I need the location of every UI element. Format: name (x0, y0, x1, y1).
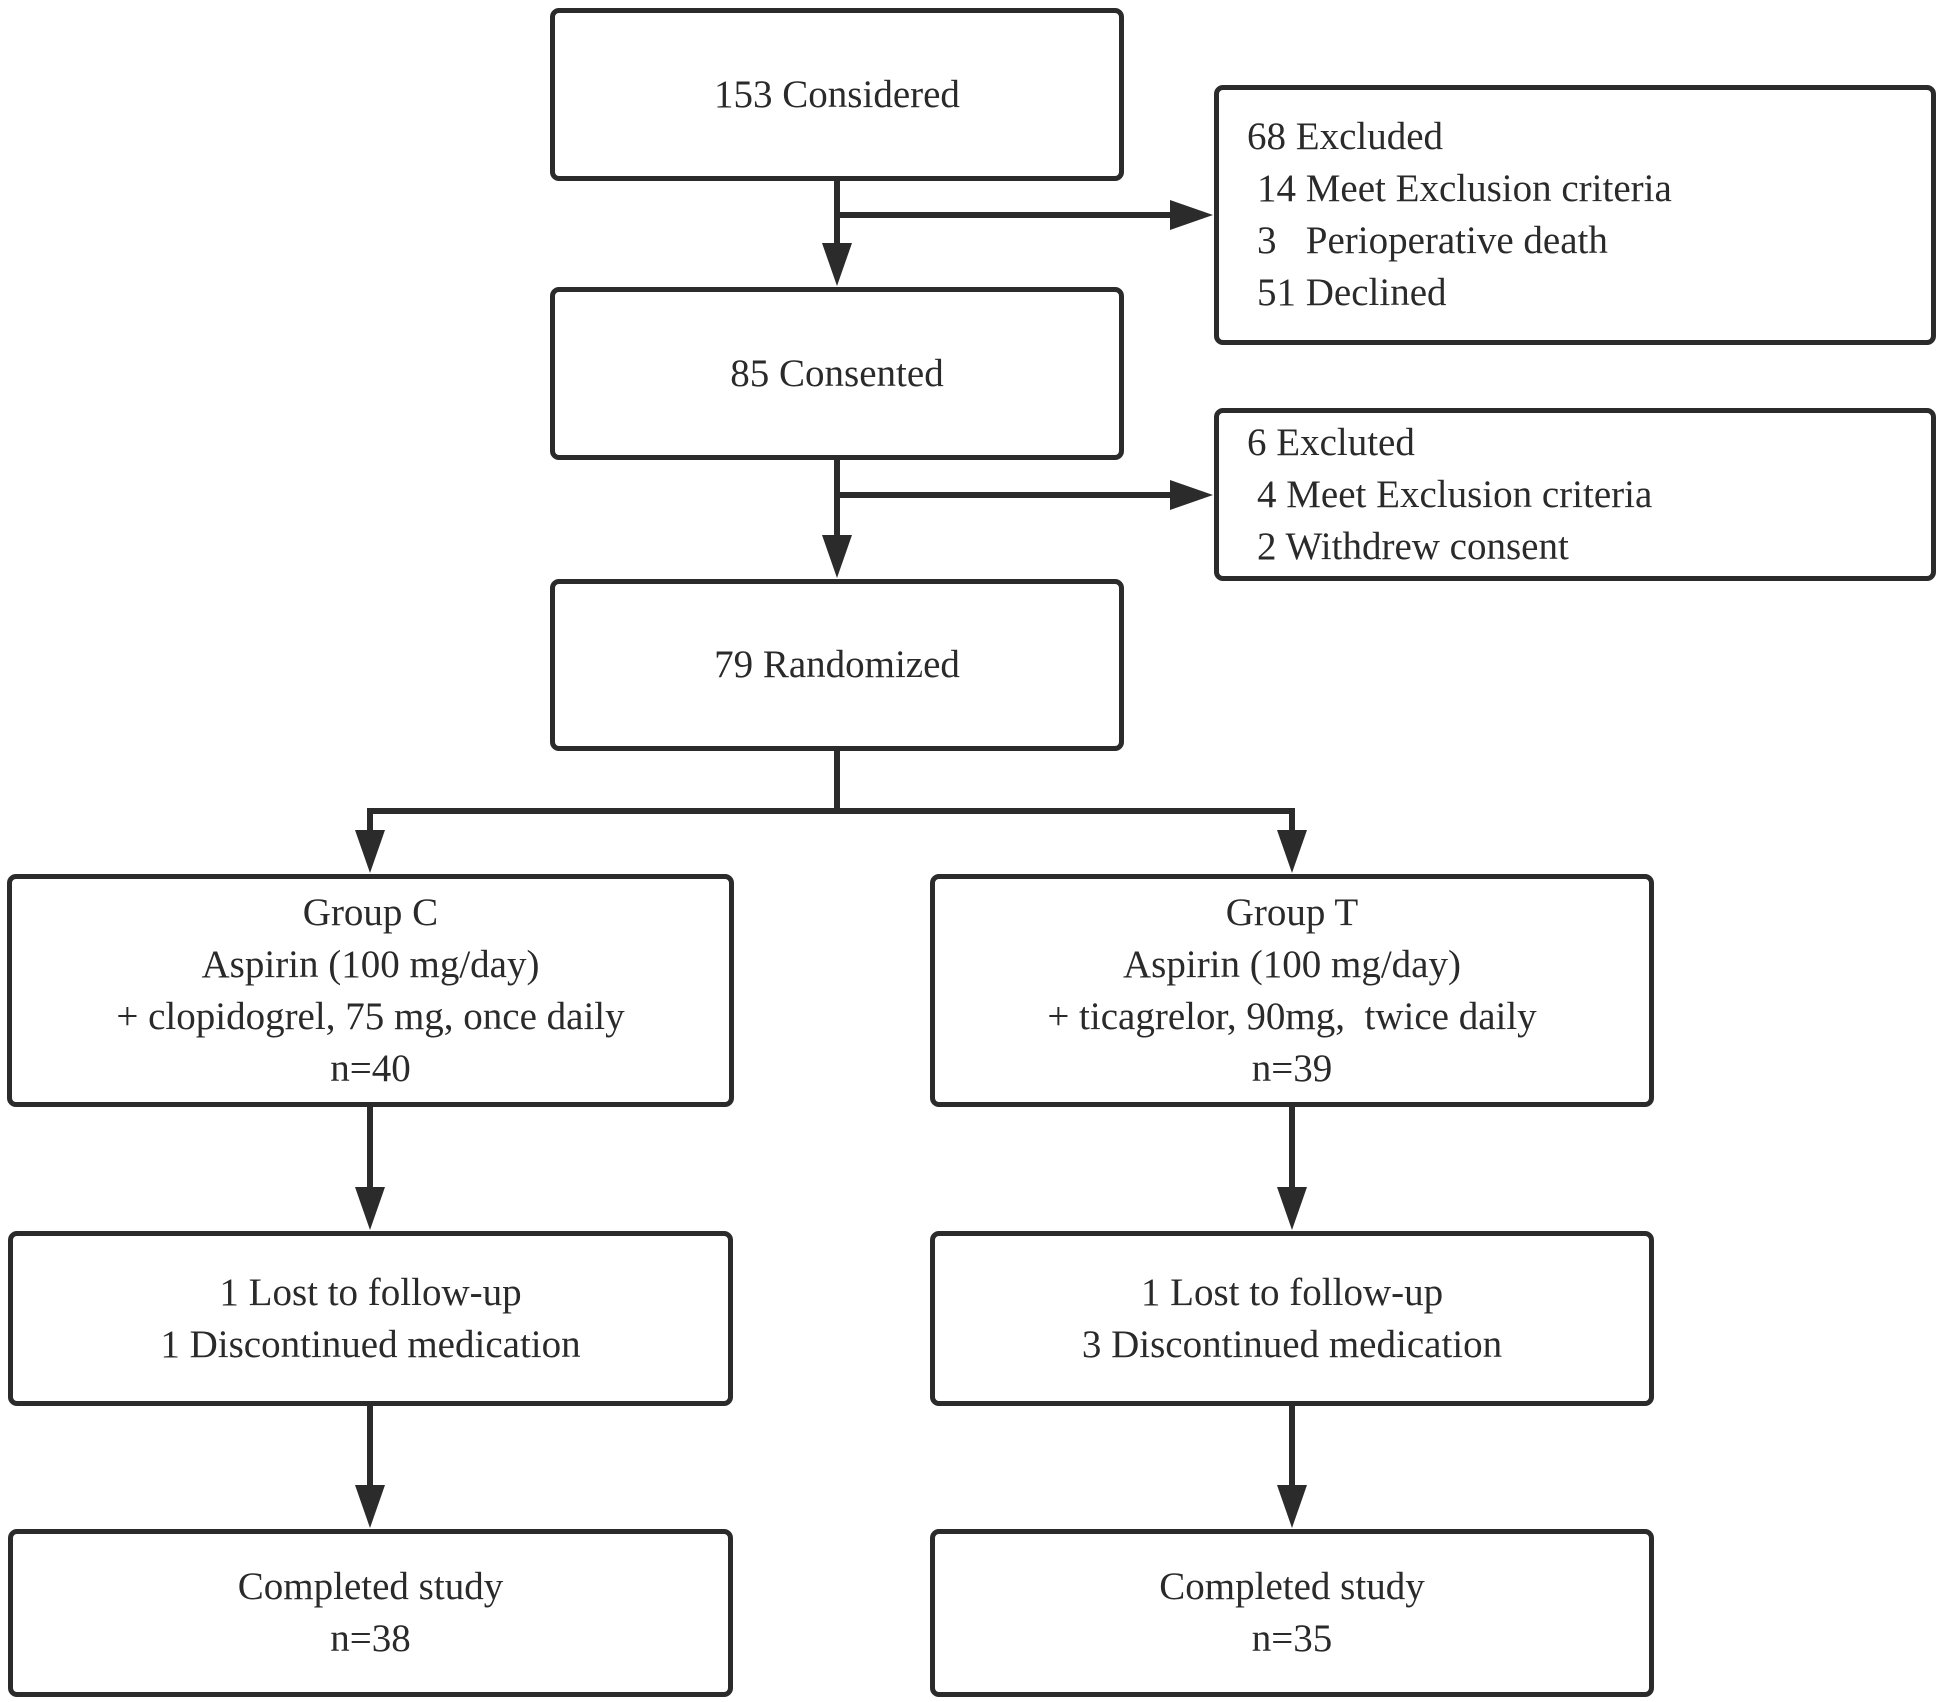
group-c-completed-n: n=38 (330, 1617, 411, 1660)
excluded-box-1: 68 Excluded 14 Meet Exclusion criteria 3… (1214, 85, 1936, 345)
arrowhead-groupc-completed (355, 1485, 385, 1528)
group-c-name: Group C (302, 890, 439, 934)
randomized-label: 79 Randomized (714, 643, 960, 686)
group-t-followup-box: 1 Lost to follow-up 3 Discontinued medic… (930, 1231, 1654, 1406)
consented-label: 85 Consented (730, 351, 944, 395)
group-t-n: n=39 (1251, 1046, 1333, 1090)
excluded-2-item: 4 Meet Exclusion criteria (1257, 472, 1653, 516)
consented-box: 85 Consented (550, 287, 1124, 460)
excluded-2-item: 2 Withdrew consent (1257, 524, 1569, 568)
arrowhead-group-t (1277, 830, 1307, 873)
excluded-box-2: 6 Excluted 4 Meet Exclusion criteria 2 W… (1214, 408, 1936, 581)
group-t-completed-box: Completed study n=35 (930, 1529, 1654, 1697)
arrowhead-excluded-1 (1170, 200, 1213, 230)
group-c-completed: Completed study (237, 1565, 504, 1608)
arrowhead-groupt-followup (1277, 1187, 1307, 1230)
arrowhead-randomized (822, 535, 852, 578)
considered-box: 153 Considered (550, 8, 1124, 181)
group-t-completed: Completed study (1159, 1565, 1425, 1608)
excluded-1-title: 68 Excluded (1247, 115, 1444, 158)
group-t-box: Group T Aspirin (100 mg/day) + ticagrelo… (930, 874, 1654, 1107)
group-t-name: Group T (1225, 890, 1359, 934)
group-c-lost: 1 Lost to follow-up (219, 1270, 522, 1314)
arrowhead-consented (822, 243, 852, 286)
group-t-discontinued: 3 Discontinued medication (1081, 1322, 1503, 1366)
arrowhead-groupt-completed (1277, 1485, 1307, 1528)
group-c-drug: Aspirin (100 mg/day) (201, 942, 540, 986)
group-t-regimen: + ticagrelor, 90mg, twice daily (1047, 994, 1537, 1038)
group-c-box: Group C Aspirin (100 mg/day) + clopidogr… (7, 874, 734, 1107)
group-t-lost: 1 Lost to follow-up (1140, 1270, 1444, 1314)
group-c-discontinued: 1 Discontinued medication (160, 1322, 581, 1366)
excluded-1-item: 14 Meet Exclusion criteria (1257, 167, 1672, 210)
group-c-regimen: + clopidogrel, 75 mg, once daily (116, 994, 625, 1038)
arrowhead-group-c (355, 830, 385, 873)
arrowhead-excluded-2 (1170, 480, 1213, 510)
excluded-1-item: 51 Declined (1257, 271, 1447, 314)
group-c-completed-box: Completed study n=38 (8, 1529, 733, 1697)
excluded-1-item: 3 Perioperative death (1257, 219, 1608, 262)
excluded-2-title: 6 Excluted (1247, 420, 1415, 464)
group-c-followup-box: 1 Lost to follow-up 1 Discontinued medic… (8, 1231, 733, 1406)
group-t-completed-n: n=35 (1251, 1617, 1333, 1660)
considered-label: 153 Considered (714, 72, 960, 116)
randomized-box: 79 Randomized (550, 579, 1124, 751)
group-t-drug: Aspirin (100 mg/day) (1123, 942, 1461, 986)
group-c-n: n=40 (330, 1046, 411, 1090)
arrowhead-groupc-followup (355, 1187, 385, 1230)
